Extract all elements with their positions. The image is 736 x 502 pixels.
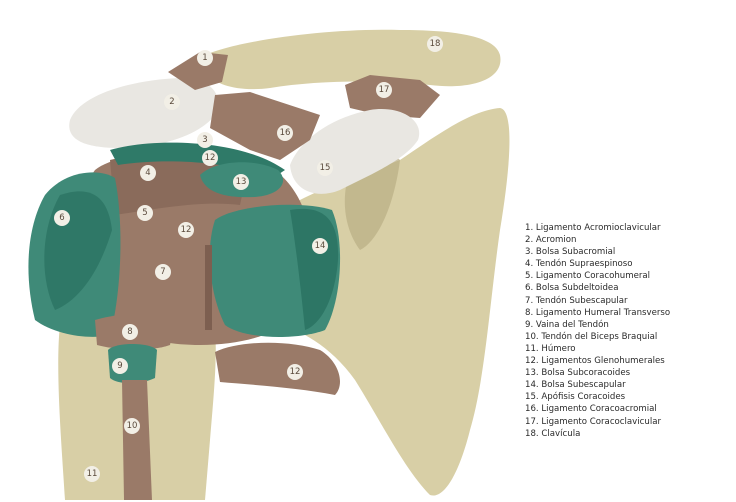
legend-item: 11. Húmero <box>525 343 736 355</box>
biceps-tendon <box>122 380 152 500</box>
marker-8: 8 <box>122 324 138 340</box>
svg-text:10: 10 <box>127 421 138 431</box>
clavicle <box>205 30 500 89</box>
legend-item: 8. Ligamento Humeral Transverso <box>525 307 736 319</box>
legend-item: 15. Apófisis Coracoides <box>525 391 736 403</box>
marker-15: 15 <box>317 160 333 176</box>
marker-2: 2 <box>164 94 180 110</box>
marker-17: 17 <box>376 82 392 98</box>
svg-text:2: 2 <box>169 97 174 107</box>
legend-item: 10. Tendón del Biceps Braquial <box>525 331 736 343</box>
svg-text:7: 7 <box>160 267 165 277</box>
legend-item: 7. Tendón Subescapular <box>525 295 736 307</box>
svg-text:13: 13 <box>236 177 247 187</box>
svg-text:9: 9 <box>117 361 122 371</box>
marker-7: 7 <box>155 264 171 280</box>
svg-text:17: 17 <box>379 85 390 95</box>
svg-text:8: 8 <box>127 327 132 337</box>
svg-text:1: 1 <box>202 53 207 63</box>
svg-text:4: 4 <box>145 168 150 178</box>
legend-item: 18. Clavícula <box>525 428 736 440</box>
legend-item: 4. Tendón Supraespinoso <box>525 258 736 270</box>
svg-text:15: 15 <box>320 163 331 173</box>
marker-12c: 12 <box>287 364 303 380</box>
legend-item: 1. Ligamento Acromioclavicular <box>525 222 736 234</box>
marker-12b: 12 <box>178 222 194 238</box>
legend-item: 5. Ligamento Coracohumeral <box>525 270 736 282</box>
legend-item: 2. Acromion <box>525 234 736 246</box>
legend-item: 17. Ligamento Coracoclavicular <box>525 416 736 428</box>
marker-16: 16 <box>277 125 293 141</box>
svg-text:11: 11 <box>87 469 98 479</box>
legend-item: 6. Bolsa Subdeltoidea <box>525 282 736 294</box>
glenohumeral-ligament-band <box>205 245 212 330</box>
svg-text:6: 6 <box>59 213 64 223</box>
svg-text:12: 12 <box>205 153 216 163</box>
legend-item: 14. Bolsa Subescapular <box>525 379 736 391</box>
marker-6: 6 <box>54 210 70 226</box>
svg-text:5: 5 <box>142 208 147 218</box>
legend-item: 9. Vaina del Tendón <box>525 319 736 331</box>
marker-13: 13 <box>233 174 249 190</box>
marker-12a: 12 <box>202 150 218 166</box>
marker-9: 9 <box>112 358 128 374</box>
marker-14: 14 <box>312 238 328 254</box>
svg-text:18: 18 <box>430 39 441 49</box>
legend-list: 1. Ligamento Acromioclavicular 2. Acromi… <box>525 222 736 440</box>
svg-text:12: 12 <box>181 225 192 235</box>
legend-item: 3. Bolsa Subacromial <box>525 246 736 258</box>
svg-text:3: 3 <box>202 135 207 145</box>
legend-item: 13. Bolsa Subcoracoides <box>525 367 736 379</box>
marker-5: 5 <box>137 205 153 221</box>
legend-item: 12. Ligamentos Glenohumerales <box>525 355 736 367</box>
svg-text:12: 12 <box>290 367 301 377</box>
marker-1: 1 <box>197 50 213 66</box>
marker-4: 4 <box>140 165 156 181</box>
legend-item: 16. Ligamento Coracoacromial <box>525 403 736 415</box>
marker-18: 18 <box>427 36 443 52</box>
svg-text:14: 14 <box>315 241 326 251</box>
glenohumeral-ligament-lower <box>215 343 340 395</box>
marker-3: 3 <box>197 132 213 148</box>
marker-10: 10 <box>124 418 140 434</box>
svg-text:16: 16 <box>280 128 291 138</box>
marker-11: 11 <box>84 466 100 482</box>
